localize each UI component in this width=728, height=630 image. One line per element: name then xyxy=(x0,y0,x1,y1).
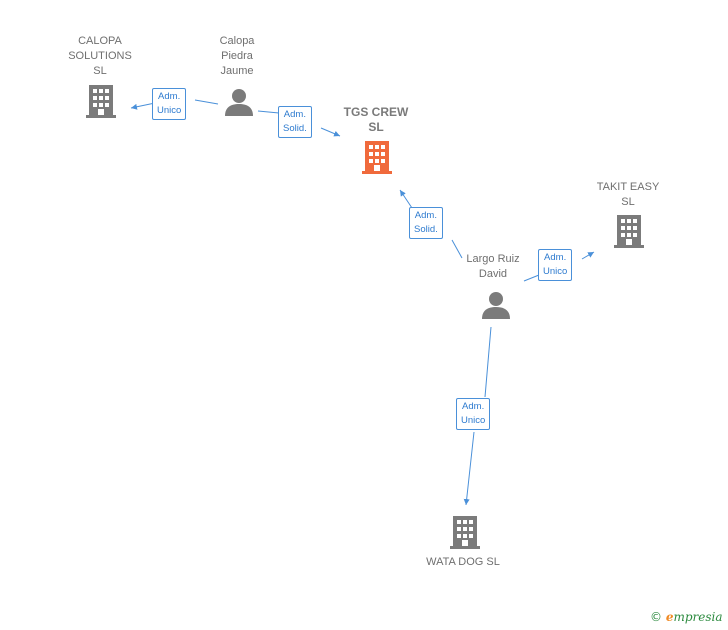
building-icon[interactable] xyxy=(450,516,480,549)
person-icon[interactable] xyxy=(225,89,253,116)
edge-piedra-to-calopa xyxy=(131,99,219,108)
brand-initial: e xyxy=(665,610,674,624)
edge-label-largo-takit: Adm. Unico xyxy=(538,249,573,281)
company-label-tgs-crew[interactable]: TGS CREW SL xyxy=(343,105,409,134)
edge-label-piedra-calopa: Adm. Unico xyxy=(152,88,187,120)
person-label-calopa-piedra[interactable]: Calopa Piedra Jaume xyxy=(219,35,255,77)
building-icon-focus[interactable] xyxy=(362,141,392,174)
edge-label-largo-wata: Adm. Unico xyxy=(456,398,491,430)
edge-label-largo-tgs: Adm. Solid. xyxy=(409,207,443,239)
brand-name: mpresia xyxy=(673,610,723,624)
brand-footer: © empresia xyxy=(650,610,723,624)
building-icon[interactable] xyxy=(614,215,644,248)
person-label-largo-ruiz[interactable]: Largo Ruiz David xyxy=(466,253,520,280)
edge-piedra-to-tgs xyxy=(257,110,340,136)
copyright-symbol: © xyxy=(650,610,662,624)
edge-largo-to-tgs xyxy=(400,190,463,259)
building-icon[interactable] xyxy=(86,85,116,118)
company-label-wata-dog[interactable]: WATA DOG SL xyxy=(426,556,500,568)
company-label-takit-easy[interactable]: TAKIT EASY SL xyxy=(596,181,660,208)
edge-largo-to-wata xyxy=(466,326,492,505)
person-icon[interactable] xyxy=(482,292,510,319)
company-label-calopa-solutions[interactable]: CALOPA SOLUTIONS SL xyxy=(68,35,132,77)
edge-largo-to-takit xyxy=(523,252,594,282)
edge-label-piedra-tgs: Adm. Solid. xyxy=(278,106,312,138)
